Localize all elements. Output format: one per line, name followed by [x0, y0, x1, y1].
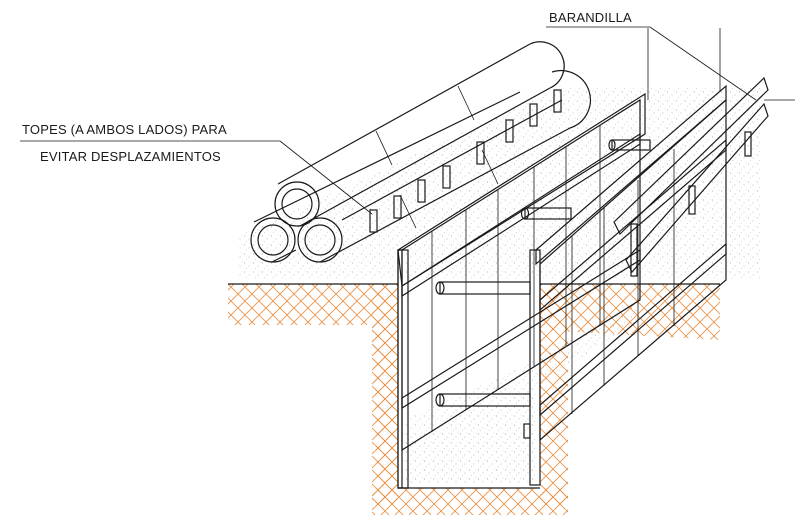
pipe-stops [369, 89, 562, 233]
soil-trench-wall-right [540, 284, 568, 505]
railing-top-rail [613, 76, 769, 236]
pipe-bottom-left [250, 91, 521, 263]
strut-mid [520, 207, 572, 220]
stop-5 [476, 141, 485, 165]
label-topes-group: TOPES (A AMBOS LADOS) PARA EVITAR DESPLA… [20, 122, 373, 215]
railing-post-3 [744, 131, 752, 157]
pipe-top [274, 41, 565, 227]
label-topes-line1: TOPES (A AMBOS LADOS) PARA [22, 122, 227, 137]
railing-mid-rail [625, 102, 769, 274]
struts [435, 139, 651, 439]
shoring-left-top [397, 92, 646, 288]
gravel-surface [238, 88, 760, 484]
label-topes-line2: EVITAR DESPLAZAMIENTOS [40, 149, 221, 164]
trench-shoring [397, 84, 727, 489]
stop-8 [553, 89, 562, 113]
stop-4 [442, 165, 451, 189]
shoring-left-panel [401, 98, 641, 452]
pipe-stack [250, 41, 591, 263]
railing-post-1 [630, 223, 638, 277]
railing [613, 76, 769, 277]
strut-back [608, 139, 651, 151]
shoring-right-joints [571, 149, 675, 414]
soil-trench-wall-left [372, 284, 398, 505]
stop-1 [369, 209, 378, 233]
soil-bottom [372, 488, 568, 515]
stop-2 [393, 195, 402, 219]
strut-front-bottom [435, 393, 531, 407]
stop-6 [505, 119, 514, 143]
stop-7 [529, 103, 538, 127]
shoring-left-joints [431, 125, 601, 432]
pipe-bottom-right [297, 69, 591, 263]
label-barandilla-group: BARANDILLA [546, 10, 757, 101]
stop-3 [417, 179, 426, 203]
label-barandilla: BARANDILLA [549, 10, 632, 25]
shoring-right-panel [539, 98, 727, 442]
strut-front-top [435, 281, 531, 295]
